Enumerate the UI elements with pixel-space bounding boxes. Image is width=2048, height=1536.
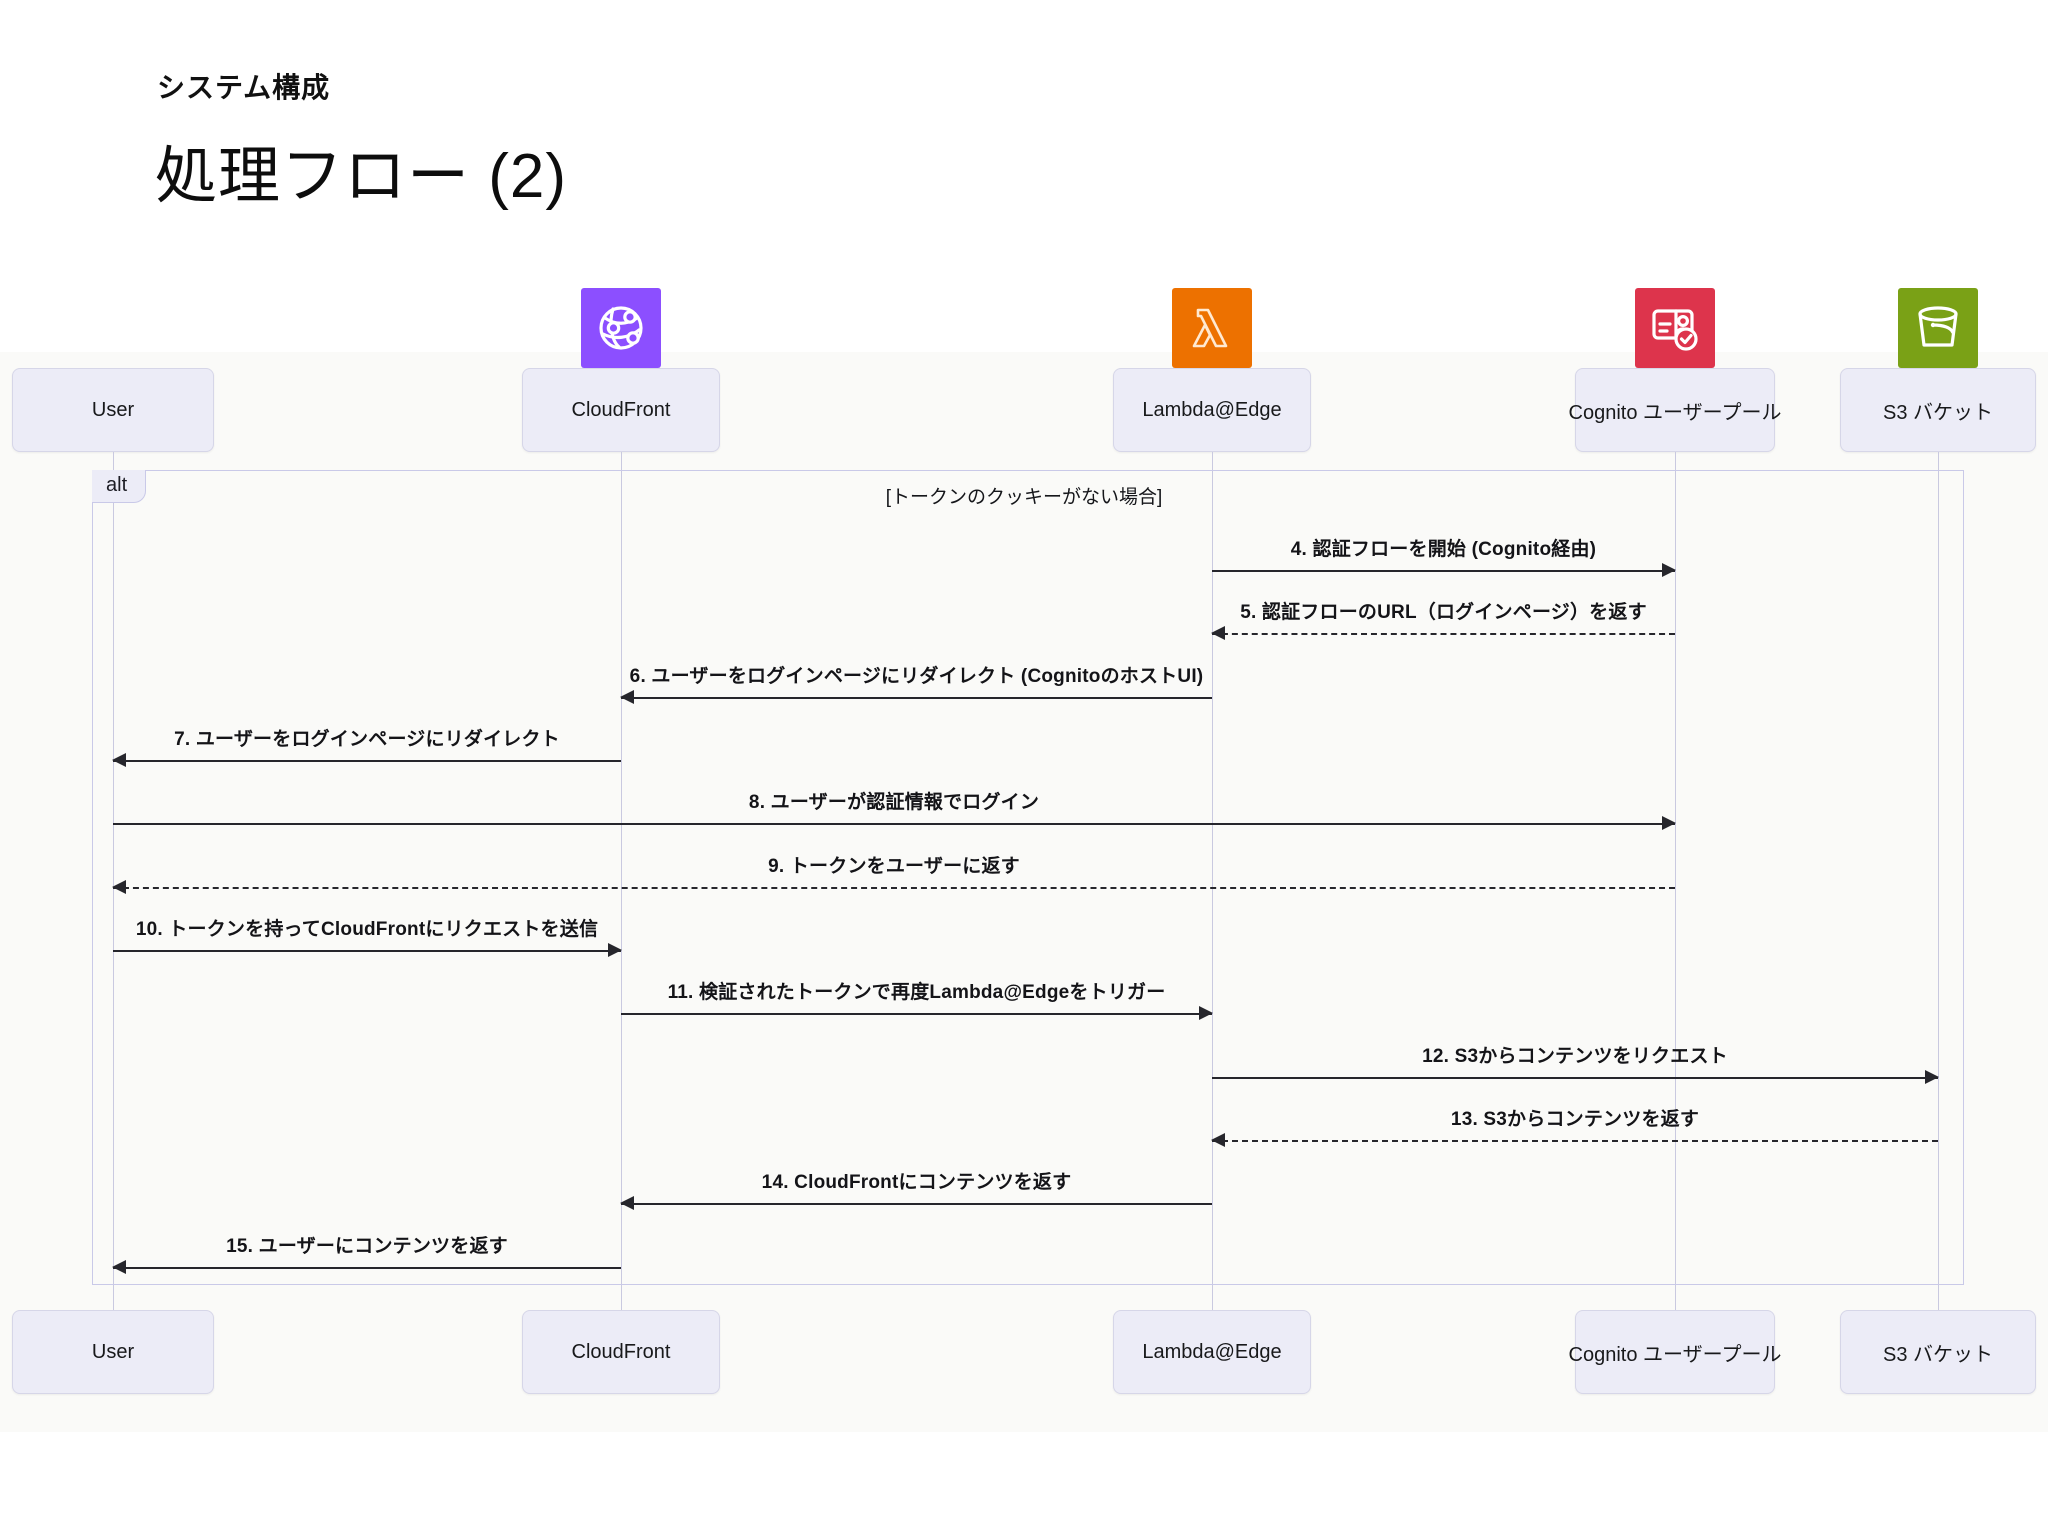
participant-label: Cognito ユーザープール	[1568, 1343, 1782, 1366]
participant-label: Lambda@Edge	[1142, 398, 1282, 421]
participant-label: S3 バケット	[1882, 401, 1994, 424]
participant-label: Cognito ユーザープール	[1568, 401, 1782, 424]
message-line	[1212, 570, 1675, 572]
message-label: 8. ユーザーが認証情報でログイン	[748, 792, 1040, 813]
lambda-icon	[1172, 288, 1252, 368]
participant-s3-bottom[interactable]: S3 バケット	[1840, 1310, 2036, 1394]
cloudfront-icon	[581, 288, 661, 368]
message-label: 15. ユーザーにコンテンツを返す	[226, 1236, 508, 1257]
participant-label: S3 バケット	[1882, 1343, 1994, 1366]
alt-fragment-frame	[92, 470, 1964, 1285]
message-arrowhead	[112, 753, 126, 767]
participant-cloudfront-top[interactable]: CloudFront	[522, 368, 720, 452]
message-line	[113, 1267, 621, 1269]
slide-eyebrow: システム構成	[157, 72, 331, 103]
lifeline-lambda	[1212, 452, 1213, 1310]
lifeline-cognito	[1675, 452, 1676, 1310]
message-label: 4. 認証フローを開始 (Cognito経由)	[1290, 539, 1597, 560]
lifeline-cloudfront	[621, 452, 622, 1310]
message-line	[1212, 1077, 1938, 1079]
alt-fragment-tag: alt	[92, 470, 147, 503]
message-label: 9. トークンをユーザーに返す	[768, 856, 1020, 877]
participant-cloudfront-bottom[interactable]: CloudFront	[522, 1310, 720, 1394]
participant-label: CloudFront	[571, 1340, 671, 1363]
message-line	[113, 760, 621, 762]
page-title: 処理フロー (2)	[155, 142, 568, 211]
message-arrowhead	[1925, 1070, 1939, 1084]
s3-bucket-icon	[1898, 288, 1978, 368]
participant-s3-top[interactable]: S3 バケット	[1840, 368, 2036, 452]
message-arrowhead	[1211, 1133, 1225, 1147]
alt-fragment-condition: [トークンのクッキーがない場合]	[885, 487, 1163, 508]
participant-lambda-top[interactable]: Lambda@Edge	[1113, 368, 1311, 452]
message-label: 13. S3からコンテンツを返す	[1450, 1109, 1700, 1130]
sequence-diagram-canvas	[0, 352, 2048, 1432]
participant-user-bottom[interactable]: User	[12, 1310, 214, 1394]
participant-label: User	[91, 398, 135, 421]
cognito-icon	[1635, 288, 1715, 368]
message-arrowhead	[620, 690, 634, 704]
message-label: 7. ユーザーをログインページにリダイレクト	[174, 729, 560, 750]
participant-user-top[interactable]: User	[12, 368, 214, 452]
message-arrowhead	[608, 943, 622, 957]
participant-label: User	[91, 1340, 135, 1363]
participant-cognito-bottom[interactable]: Cognito ユーザープール	[1569, 1310, 1781, 1394]
message-line	[113, 823, 1675, 825]
message-label: 11. 検証されたトークンで再度Lambda@Edgeをトリガー	[667, 982, 1166, 1003]
message-line	[621, 697, 1212, 699]
message-label: 5. 認証フローのURL（ログインページ）を返す	[1240, 602, 1647, 623]
message-arrowhead	[1662, 563, 1676, 577]
message-arrowhead	[1211, 626, 1225, 640]
message-arrowhead	[112, 880, 126, 894]
message-line	[621, 1013, 1212, 1015]
message-label: 12. S3からコンテンツをリクエスト	[1422, 1046, 1728, 1067]
participant-label: CloudFront	[571, 398, 671, 421]
message-line	[621, 1203, 1212, 1205]
message-label: 10. トークンを持ってCloudFrontにリクエストを送信	[135, 919, 599, 940]
message-line	[113, 950, 621, 952]
participant-label: Lambda@Edge	[1142, 1340, 1282, 1363]
participant-cognito-top[interactable]: Cognito ユーザープール	[1569, 368, 1781, 452]
message-label: 14. CloudFrontにコンテンツを返す	[761, 1172, 1072, 1193]
participant-lambda-bottom[interactable]: Lambda@Edge	[1113, 1310, 1311, 1394]
lifeline-s3	[1938, 452, 1939, 1310]
message-line	[1212, 633, 1675, 635]
message-arrowhead	[112, 1260, 126, 1274]
message-arrowhead	[1199, 1006, 1213, 1020]
message-arrowhead	[620, 1196, 634, 1210]
message-line	[113, 887, 1675, 889]
message-line	[1212, 1140, 1938, 1142]
message-label: 6. ユーザーをログインページにリダイレクト (CognitoのホストUI)	[629, 666, 1204, 687]
message-arrowhead	[1662, 816, 1676, 830]
